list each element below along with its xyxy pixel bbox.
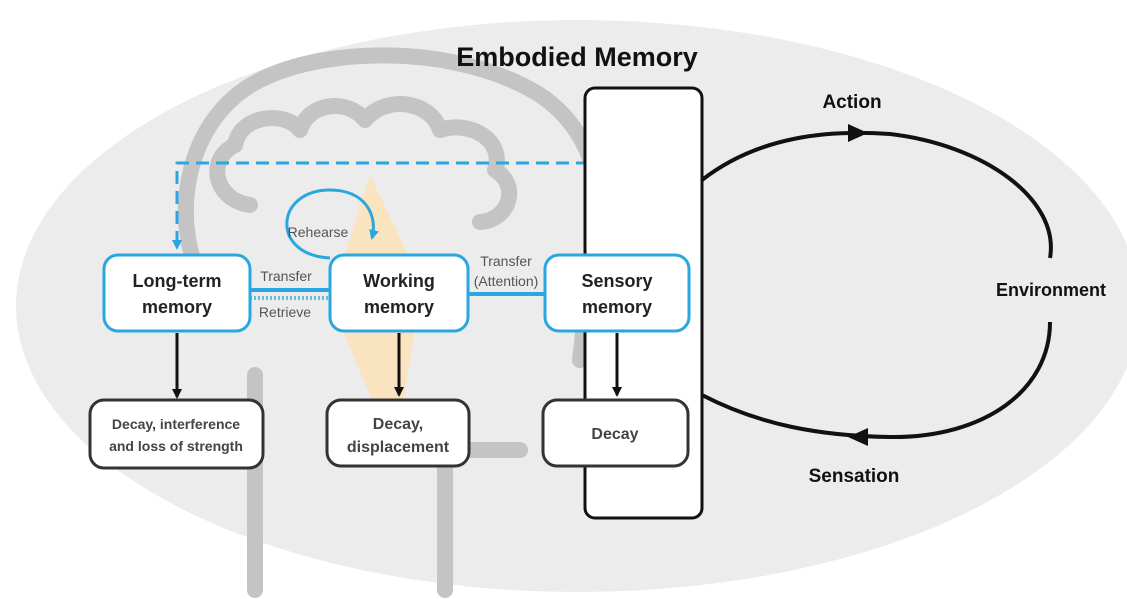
working-memory-node: Working memory xyxy=(328,253,470,333)
retrieve-label: Retrieve xyxy=(259,304,311,320)
sensation-label: Sensation xyxy=(809,466,900,487)
working-outcome-box: Decay, displacement xyxy=(325,398,471,468)
rehearse-label: Rehearse xyxy=(288,224,349,240)
transfer-attention-label-1: Transfer xyxy=(480,253,532,269)
svg-text:Decay, interference: Decay, interference xyxy=(112,416,240,432)
sensation-arrowhead-icon xyxy=(848,428,868,446)
long-term-outcome-box: Decay, interference and loss of strength xyxy=(88,398,265,470)
svg-text:Sensory: Sensory xyxy=(581,271,652,291)
transfer-lt-label: Transfer xyxy=(260,268,312,284)
sensory-outcome-box: Decay xyxy=(541,398,690,468)
svg-text:memory: memory xyxy=(582,297,652,317)
environment-label: Environment xyxy=(996,280,1106,300)
action-arrowhead-icon xyxy=(848,124,868,142)
environment-loop-top-arc xyxy=(700,130,1053,259)
svg-text:displacement: displacement xyxy=(347,439,450,456)
svg-text:Decay: Decay xyxy=(591,426,638,443)
environment-loop-bottom-arc xyxy=(701,321,1052,440)
svg-text:Working: Working xyxy=(363,271,435,291)
transfer-attention-label-2: (Attention) xyxy=(474,273,539,289)
svg-text:Long-term: Long-term xyxy=(133,271,222,291)
svg-text:memory: memory xyxy=(364,297,434,317)
svg-text:Decay,: Decay, xyxy=(373,416,423,433)
rehearse-loop-arrow xyxy=(285,188,379,260)
diagram-title: Embodied Memory xyxy=(456,42,698,72)
action-label: Action xyxy=(822,92,881,113)
long-term-memory-node: Long-term memory xyxy=(102,253,252,333)
sensory-memory-node: Sensory memory xyxy=(543,253,691,333)
svg-text:memory: memory xyxy=(142,297,212,317)
svg-text:and loss of strength: and loss of strength xyxy=(109,438,243,454)
